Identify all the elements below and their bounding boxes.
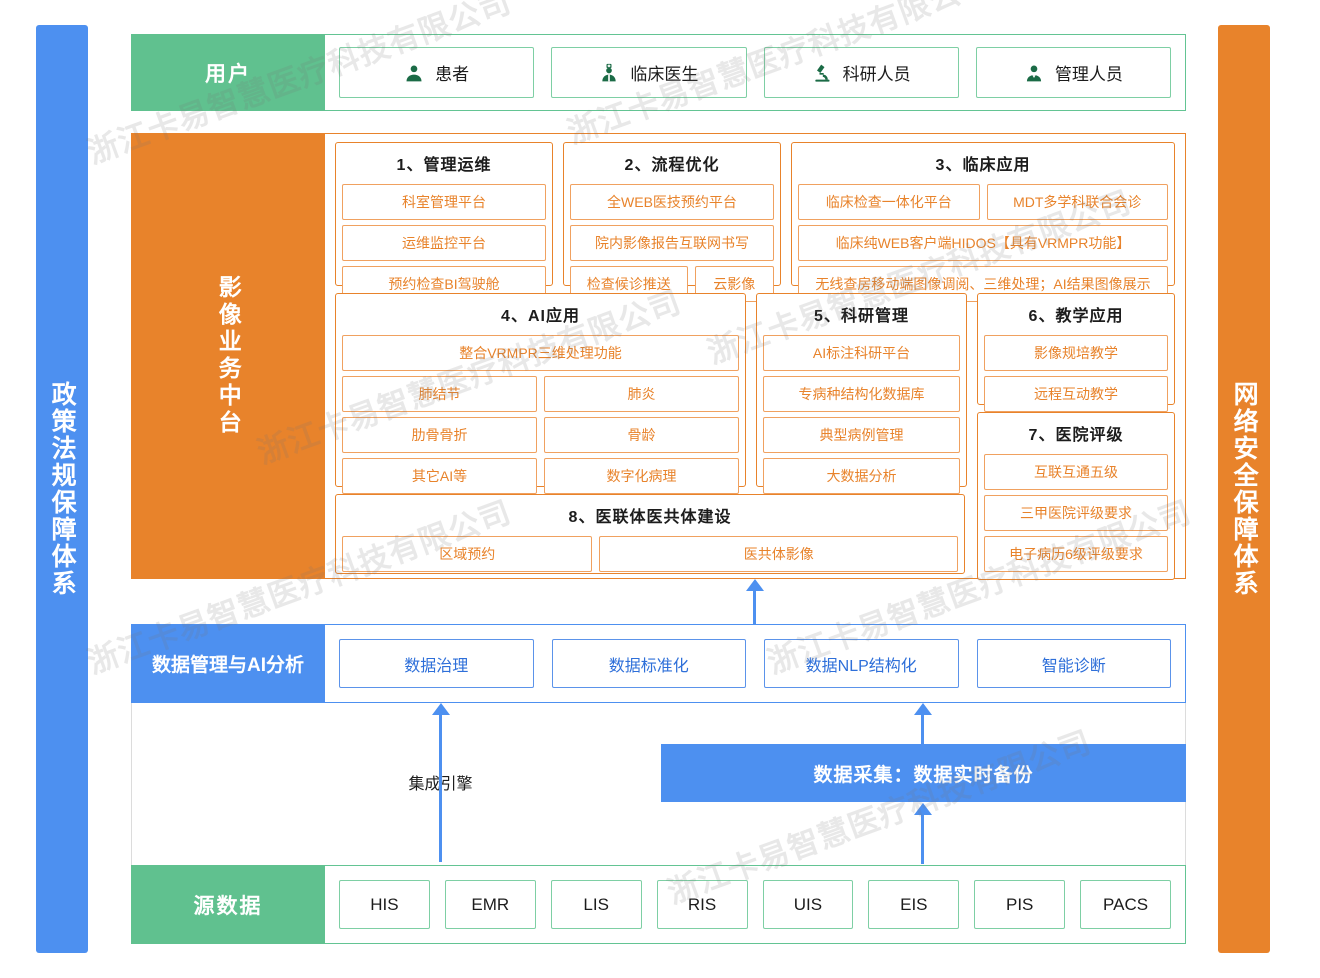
source-data-list: HIS EMR LIS RIS UIS EIS PIS PACS xyxy=(325,866,1185,943)
module-item[interactable]: 院内影像报告互联网书写 xyxy=(570,225,774,261)
module-medical-alliance: 8、医联体医共体建设 区域预约 医共体影像 xyxy=(335,494,965,574)
platform-band: 影像业务中台 1、管理运维 科室管理平台 运维监控平台 预约检查BI驾驶舱 2、… xyxy=(131,133,1186,580)
module-item[interactable]: 其它AI等 xyxy=(342,458,537,494)
users-band: 用户 患者 临床医生 科研人员 xyxy=(131,34,1186,111)
module-title: 3、临床应用 xyxy=(935,157,1031,174)
data-item-nlp[interactable]: 数据NLP结构化 xyxy=(764,639,959,688)
module-clinical-application: 3、临床应用 临床检查一体化平台 MDT多学科联合会诊 临床纯WEB客户端HID… xyxy=(791,142,1175,302)
users-band-label: 用户 xyxy=(131,34,325,111)
module-item[interactable]: MDT多学科联合会诊 xyxy=(986,184,1168,220)
source-data-band: 源数据 HIS EMR LIS RIS UIS EIS PIS PACS xyxy=(131,865,1186,944)
data-collection-bar: 数据采集：数据实时备份 xyxy=(661,744,1186,802)
user-item-administrator[interactable]: 管理人员 xyxy=(975,47,1171,98)
microscope-icon xyxy=(814,64,830,82)
module-item[interactable]: 整合VRMPR三维处理功能 xyxy=(342,335,739,371)
user-item-label: 患者 xyxy=(435,65,470,84)
arrow-source-to-collection xyxy=(913,803,932,864)
source-item-lis[interactable]: LIS xyxy=(550,880,642,929)
users-list: 患者 临床医生 科研人员 管理人员 xyxy=(325,35,1185,110)
user-item-clinician[interactable]: 临床医生 xyxy=(551,47,747,98)
module-item[interactable]: 电子病历6级评级要求 xyxy=(984,536,1168,572)
source-item-pacs[interactable]: PACS xyxy=(1080,880,1171,929)
module-item[interactable]: 大数据分析 xyxy=(763,458,960,494)
module-item[interactable]: 运维监控平台 xyxy=(342,225,546,261)
platform-modules: 1、管理运维 科室管理平台 运维监控平台 预约检查BI驾驶舱 2、流程优化 全W… xyxy=(325,134,1185,580)
module-item[interactable]: 专病种结构化数据库 xyxy=(763,376,960,412)
module-title: 6、教学应用 xyxy=(1028,308,1124,325)
module-teaching-application: 6、教学应用 影像规培教学 远程互动教学 xyxy=(977,293,1175,412)
source-data-label: 源数据 xyxy=(131,865,325,944)
module-item[interactable]: 区域预约 xyxy=(342,536,593,572)
module-title: 4、AI应用 xyxy=(501,308,580,325)
data-management-band: 数据管理与AI分析 数据治理 数据标准化 数据NLP结构化 智能诊断 xyxy=(131,624,1186,703)
user-item-label: 科研人员 xyxy=(842,65,911,84)
user-item-researcher[interactable]: 科研人员 xyxy=(763,47,959,98)
module-title: 8、医联体医共体建设 xyxy=(568,509,732,526)
module-management-ops: 1、管理运维 科室管理平台 运维监控平台 预约检查BI驾驶舱 xyxy=(335,142,553,302)
module-item[interactable]: 三甲医院评级要求 xyxy=(984,495,1168,531)
module-item[interactable]: AI标注科研平台 xyxy=(763,335,960,371)
module-item[interactable]: 医共体影像 xyxy=(599,536,958,572)
source-item-ris[interactable]: RIS xyxy=(656,880,748,929)
module-process-optimization: 2、流程优化 全WEB医技预约平台 院内影像报告互联网书写 检查候诊推送 云影像 xyxy=(563,142,781,302)
source-item-emr[interactable]: EMR xyxy=(444,880,536,929)
left-pillar-policy: 政策法规保障体系 xyxy=(36,25,88,953)
source-item-pis[interactable]: PIS xyxy=(974,880,1066,929)
module-item[interactable]: 肋骨骨折 xyxy=(342,417,537,453)
arrow-data-to-platform xyxy=(745,579,764,624)
user-item-patient[interactable]: 患者 xyxy=(339,47,535,98)
person-icon xyxy=(406,65,422,81)
data-item-standardization[interactable]: 数据标准化 xyxy=(551,639,746,688)
module-item[interactable]: 远程互动教学 xyxy=(984,376,1168,412)
user-item-label: 管理人员 xyxy=(1054,65,1123,84)
module-item[interactable]: 肺结节 xyxy=(342,376,537,412)
module-title: 1、管理运维 xyxy=(396,157,492,174)
arrow-collection-to-data xyxy=(913,703,932,746)
module-ai-application: 4、AI应用 整合VRMPR三维处理功能 肺结节 肺炎 肋骨骨折 骨龄 其它AI… xyxy=(335,293,746,494)
module-research-management: 5、科研管理 AI标注科研平台 专病种结构化数据库 典型病例管理 大数据分析 xyxy=(756,293,967,494)
data-item-governance[interactable]: 数据治理 xyxy=(339,639,534,688)
data-management-list: 数据治理 数据标准化 数据NLP结构化 智能诊断 xyxy=(325,625,1185,702)
module-item[interactable]: 互联互通五级 xyxy=(984,454,1168,490)
module-title: 5、科研管理 xyxy=(814,308,909,325)
module-title: 2、流程优化 xyxy=(624,157,720,174)
source-item-his[interactable]: HIS xyxy=(339,880,430,929)
module-item[interactable]: 影像规培教学 xyxy=(984,335,1168,371)
module-item[interactable]: 全WEB医技预约平台 xyxy=(570,184,774,220)
data-item-intelligent-diagnosis[interactable]: 智能诊断 xyxy=(976,639,1171,688)
source-item-uis[interactable]: UIS xyxy=(762,880,854,929)
right-pillar-security: 网络安全保障体系 xyxy=(1218,25,1270,953)
doctor-icon xyxy=(602,63,617,81)
platform-band-label: 影像业务中台 xyxy=(131,133,325,579)
module-item[interactable]: 典型病例管理 xyxy=(763,417,960,453)
manager-icon xyxy=(1026,65,1041,81)
user-item-label: 临床医生 xyxy=(630,65,699,84)
module-item[interactable]: 骨龄 xyxy=(544,417,739,453)
module-item[interactable]: 临床检查一体化平台 xyxy=(798,184,980,220)
data-management-label: 数据管理与AI分析 xyxy=(131,624,325,703)
module-hospital-rating: 7、医院评级 互联互通五级 三甲医院评级要求 电子病历6级评级要求 xyxy=(977,412,1175,580)
module-item[interactable]: 数字化病理 xyxy=(544,458,739,494)
source-item-eis[interactable]: EIS xyxy=(868,880,960,929)
module-item[interactable]: 科室管理平台 xyxy=(342,184,546,220)
module-item[interactable]: 临床纯WEB客户端HIDOS【具有VRMPR功能】 xyxy=(798,225,1168,261)
module-item[interactable]: 肺炎 xyxy=(544,376,739,412)
right-pillar-label: 网络安全保障体系 xyxy=(1230,381,1259,597)
left-pillar-label: 政策法规保障体系 xyxy=(48,381,77,597)
module-title: 7、医院评级 xyxy=(1028,427,1124,444)
arrow-engine-to-data xyxy=(431,703,450,862)
